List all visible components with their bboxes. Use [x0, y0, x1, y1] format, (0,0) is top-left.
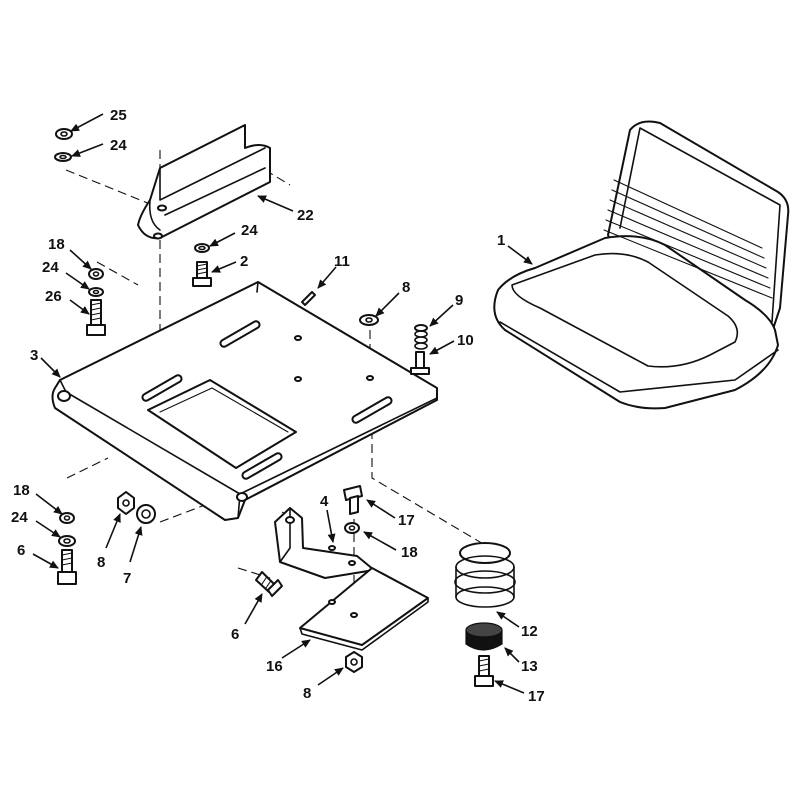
nut-part-8-top — [359, 314, 379, 326]
nut-part-8-bottom — [345, 651, 363, 673]
callout-label-9: 9 — [455, 292, 463, 309]
callout-label-1: 1 — [497, 232, 505, 249]
callout-label-16: 16 — [266, 658, 283, 675]
callout-leader-17 — [366, 499, 396, 519]
hardware — [54, 128, 494, 687]
bolt-part-17-top — [343, 485, 363, 515]
bolt-part-17-bottom — [474, 655, 494, 687]
callout-label-4: 4 — [320, 493, 329, 510]
callout-leader-7 — [129, 526, 143, 563]
callout-leader-2 — [211, 261, 237, 273]
callout-leader-24 — [65, 272, 90, 290]
callout-label-17: 17 — [398, 512, 415, 529]
callout-label-8: 8 — [303, 685, 311, 702]
callout-leader-25 — [70, 113, 104, 132]
callout-leader-1 — [507, 245, 533, 265]
callout-label-24: 24 — [11, 509, 28, 526]
callout-label-11: 11 — [334, 253, 350, 270]
callout-label-12: 12 — [521, 623, 538, 640]
callout-leader-18 — [35, 493, 63, 515]
spring-part-9 — [414, 324, 428, 350]
callout-label-8: 8 — [402, 279, 410, 296]
rubber-pad-part-13 — [465, 622, 503, 651]
callout-leader-18 — [69, 249, 92, 270]
seat-cushion-part-1 — [493, 120, 790, 410]
callout-leader-26 — [69, 299, 90, 315]
callout-label-18: 18 — [13, 482, 30, 499]
callout-label-8: 8 — [97, 554, 105, 571]
bolt-part-26 — [86, 299, 106, 336]
callout-leader-22 — [257, 195, 294, 212]
callout-leader-24 — [71, 143, 104, 157]
pin-part-10 — [410, 351, 430, 375]
callout-label-7: 7 — [123, 570, 131, 587]
nut-part-25 — [55, 128, 73, 140]
callout-label-22: 22 — [297, 207, 314, 224]
callout-label-17: 17 — [528, 688, 545, 705]
callout-leader-11 — [317, 266, 337, 289]
callout-leader-6 — [32, 553, 59, 569]
callout-label-2: 2 — [240, 253, 248, 270]
callout-label-10: 10 — [457, 332, 474, 349]
callout-label-3: 3 — [30, 347, 38, 364]
callout-leader-8 — [317, 667, 344, 686]
callout-leader-16 — [281, 639, 311, 659]
washer-part-24-left — [88, 287, 104, 297]
callout-leader-18 — [363, 531, 397, 551]
callout-leader-4 — [326, 509, 336, 543]
lock-washer-part-18-lower-left — [59, 512, 75, 524]
callout-leader-17 — [494, 680, 525, 694]
washer-part-24-bracket — [194, 243, 210, 253]
callout-label-26: 26 — [45, 288, 62, 305]
bolt-part-6-lower — [255, 571, 283, 597]
callout-leader-12 — [496, 611, 520, 628]
backing-plate-part-16 — [299, 567, 429, 651]
callout-label-25: 25 — [110, 107, 127, 124]
callout-leader-3 — [40, 357, 61, 378]
lock-washer-part-18-right — [344, 522, 360, 534]
callout-label-24: 24 — [241, 222, 258, 239]
pin-part-11 — [301, 291, 316, 306]
callout-leader-6 — [244, 593, 263, 625]
lock-washer-part-18-left — [88, 268, 104, 280]
callout-label-6: 6 — [17, 542, 25, 559]
callout-label-18: 18 — [48, 236, 65, 253]
callout-leader-8 — [105, 513, 121, 549]
callout-label-13: 13 — [521, 658, 538, 675]
coil-spring-part-12 — [454, 542, 516, 608]
callout-leader-13 — [504, 647, 520, 663]
callout-label-24: 24 — [42, 259, 59, 276]
callout-leader-24 — [209, 232, 236, 247]
callout-leader-8 — [375, 292, 400, 317]
support-bracket-part-22 — [137, 124, 271, 240]
callout-label-24: 24 — [110, 137, 127, 154]
seat-back-ribs — [603, 179, 773, 299]
bolt-part-6-lower-left — [57, 549, 77, 585]
angle-bracket-part-4 — [274, 507, 375, 579]
callout-leader-24 — [35, 520, 61, 538]
bolt-part-2 — [192, 261, 212, 287]
seat-mounting-plate-part-3 — [51, 281, 438, 521]
washer-part-24-top — [54, 152, 72, 162]
callout-leader-9 — [429, 304, 454, 327]
callout-label-18: 18 — [401, 544, 418, 561]
callout-leader-10 — [429, 340, 455, 355]
washer-part-24-lower-left — [58, 535, 76, 547]
spacer-part-7 — [136, 504, 156, 524]
callout-label-6: 6 — [231, 626, 239, 643]
nut-part-8-left — [117, 491, 135, 515]
